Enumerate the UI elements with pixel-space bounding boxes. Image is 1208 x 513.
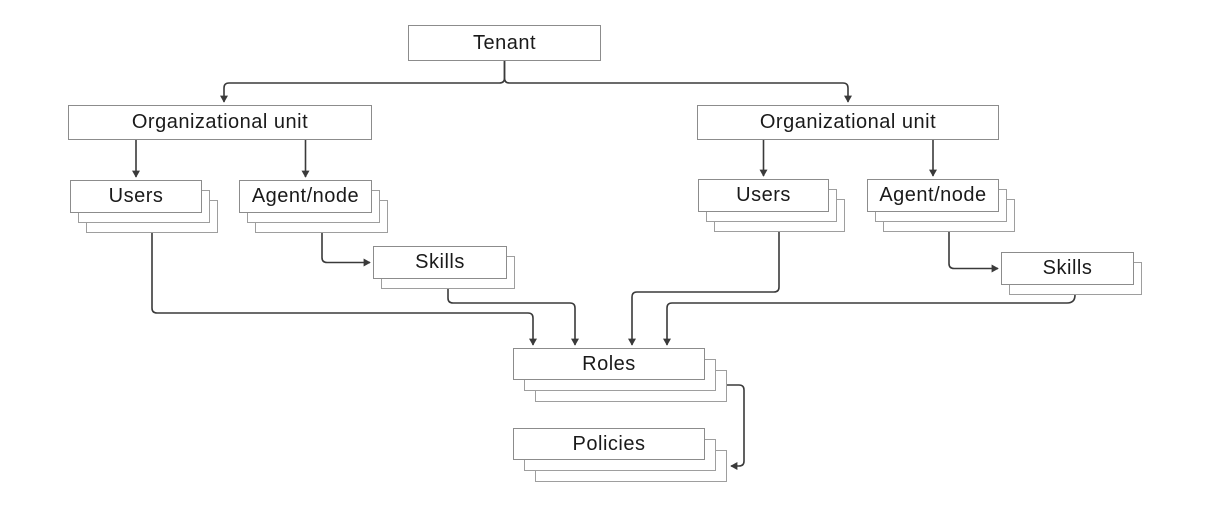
node-skills-right-label: Skills xyxy=(1042,257,1093,279)
edge-tenant-ou-left xyxy=(220,61,506,103)
node-users-right-box: Users xyxy=(698,179,829,212)
edge-skills-right-roles xyxy=(663,294,1076,346)
node-policies-box: Policies xyxy=(513,428,705,460)
node-organizational-unit-right-box: Organizational unit xyxy=(697,105,999,140)
edge-agent-left-skills-left xyxy=(321,233,371,267)
node-agent-left-label: Agent/node xyxy=(251,185,360,207)
node-tenant-box: Tenant xyxy=(408,25,601,61)
node-agent-right-box: Agent/node xyxy=(867,179,999,212)
edge-roles-policies xyxy=(727,384,745,470)
edge-agent-right-skills-right xyxy=(948,231,999,273)
node-skills-right-box: Skills xyxy=(1001,252,1134,285)
node-tenant-label: Tenant xyxy=(472,31,537,54)
node-users-left-label: Users xyxy=(108,185,164,207)
node-skills-left-box: Skills xyxy=(373,246,507,279)
node-roles-label: Roles xyxy=(582,352,636,375)
edge-skills-left-roles xyxy=(447,289,579,346)
node-agent-left-box: Agent/node xyxy=(239,180,372,213)
node-organizational-unit-left-box: Organizational unit xyxy=(68,105,372,140)
node-organizational-unit-left-label: Organizational unit xyxy=(131,111,309,133)
node-roles-box: Roles xyxy=(513,348,705,380)
node-policies-label: Policies xyxy=(572,432,646,455)
node-users-left-box: Users xyxy=(70,180,202,213)
edge-tenant-ou-right xyxy=(503,61,852,103)
node-organizational-unit-right-label: Organizational unit xyxy=(759,111,937,133)
edge-users-right-roles xyxy=(628,232,780,346)
node-skills-left-label: Skills xyxy=(415,251,465,273)
node-agent-right-label: Agent/node xyxy=(879,184,987,206)
node-users-right-label: Users xyxy=(736,184,791,206)
